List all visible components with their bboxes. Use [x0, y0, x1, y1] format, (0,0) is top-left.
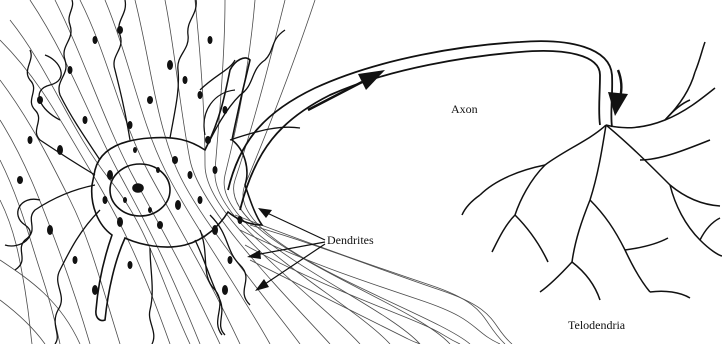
telodendria-label: Telodendria [568, 319, 625, 331]
axon-label: Axon [451, 103, 478, 115]
dendrites [5, 0, 300, 344]
nissl-granules [17, 26, 243, 295]
telodendria [462, 42, 722, 300]
dendrites-label: Dendrites [327, 234, 374, 246]
axon [204, 41, 612, 210]
